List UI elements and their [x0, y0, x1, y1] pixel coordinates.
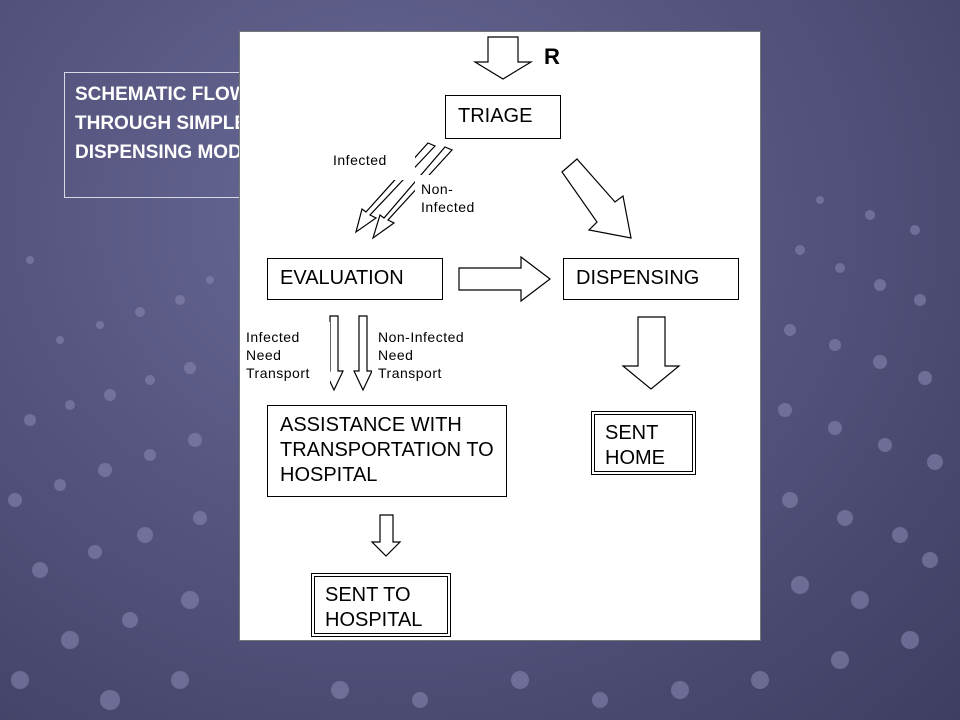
entry-arrow: [472, 36, 534, 80]
triage-to-dispensing-arrow: [561, 158, 632, 239]
sent-to-hospital-node: SENT TO HOSPITAL: [311, 573, 451, 637]
non-infected-need-transport-label: Non-Infected Need Transport: [372, 322, 476, 394]
infected-label: Infected: [327, 146, 415, 180]
slide-title: SCHEMATIC FLOW THROUGH SIMPLE DISPENSING…: [64, 72, 312, 198]
dispensing-to-home-arrow: [621, 316, 681, 390]
non-infected-transport-arrow: [353, 315, 373, 392]
infected-need-transport-label: Infected Need Transport: [240, 322, 330, 394]
dispensing-node: DISPENSING: [563, 258, 739, 300]
entry-marker: R: [534, 36, 576, 78]
evaluation-to-dispensing-arrow: [458, 255, 551, 303]
assistance-to-hospital-arrow: [370, 514, 402, 557]
non-infected-arrow: [371, 146, 454, 240]
non-infected-label: Non-Infected: [415, 175, 495, 233]
evaluation-node: EVALUATION: [267, 258, 443, 300]
sent-home-node: SENT HOME: [591, 411, 696, 475]
assistance-node: ASSISTANCE WITH TRANSPORTATION TO HOSPIT…: [267, 405, 507, 497]
infected-arrow: [355, 142, 437, 234]
triage-node: TRIAGE: [445, 95, 561, 139]
